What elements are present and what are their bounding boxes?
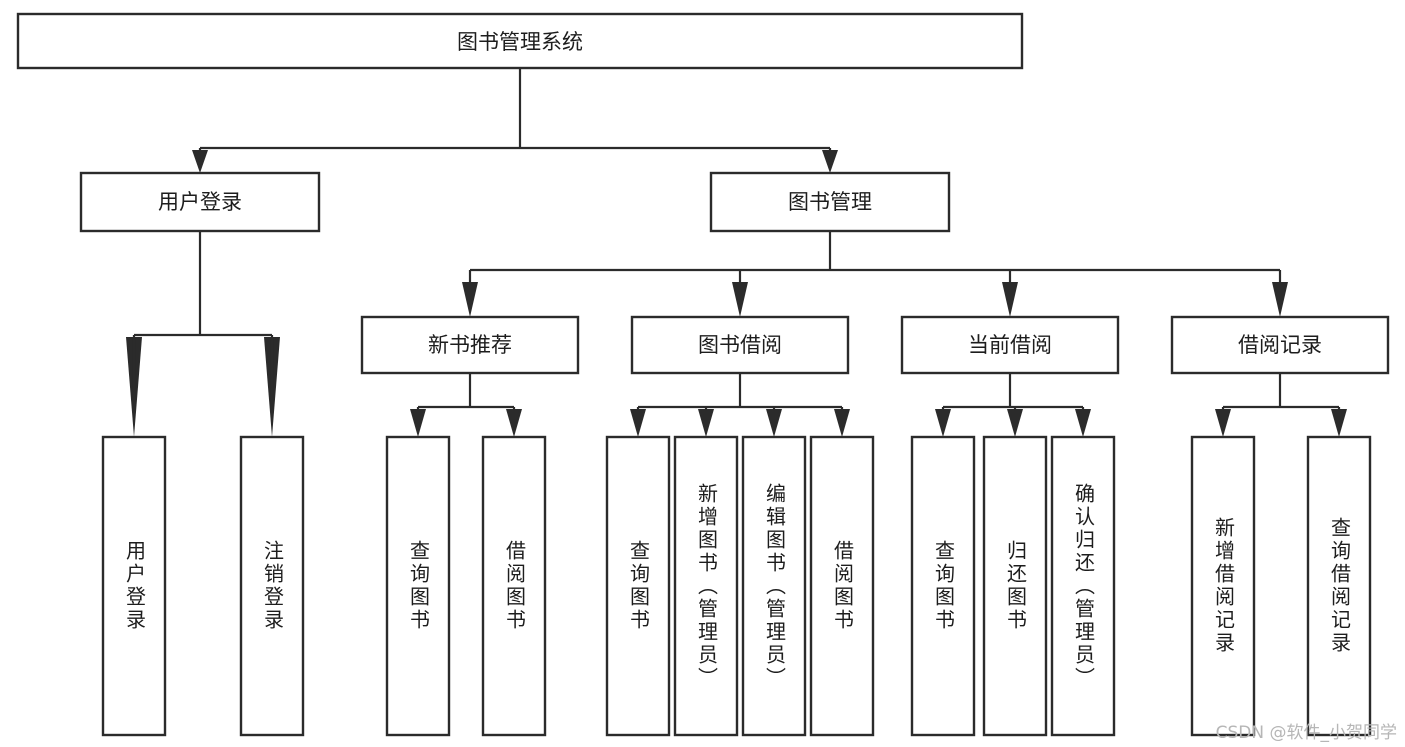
node-borrow-record[interactable]: 借阅记录 xyxy=(1170,315,1390,375)
node-borrow-record-box[interactable] xyxy=(1170,315,1390,375)
node-leaf-box-borrow-book-2[interactable] xyxy=(809,435,875,737)
arrow-head-to-userlogin xyxy=(192,150,208,173)
arrow-head-record-leaf1 xyxy=(1215,409,1231,437)
node-leaf-box-query-book-2[interactable] xyxy=(605,435,671,737)
node-user-login[interactable]: 用户登录 xyxy=(79,171,321,233)
node-root-label: 图书管理系统 xyxy=(457,30,583,54)
node-layer: 图书管理系统 用户登录 图书管理 新书推荐 图书借阅 当前 xyxy=(16,12,1390,737)
arrow-head-borrow-leaf2 xyxy=(698,409,714,437)
arrow-head-to-borrow xyxy=(732,282,748,317)
node-root[interactable]: 图书管理系统 xyxy=(16,12,1024,70)
arrow-head-current-leaf3 xyxy=(1075,409,1091,437)
arrow-head-newbook-leaf1 xyxy=(410,409,426,437)
node-leaf-box-logout[interactable] xyxy=(239,435,305,737)
arrow-head-borrow-leaf3 xyxy=(766,409,782,437)
node-leaf-box-confirm-return[interactable] xyxy=(1050,435,1116,737)
node-book-management-label: 图书管理 xyxy=(788,190,872,214)
node-new-book-recommend-label: 新书推荐 xyxy=(428,333,512,357)
node-leaf-box-query-book-1[interactable] xyxy=(385,435,451,737)
node-new-book-recommend-box[interactable] xyxy=(360,315,580,375)
node-leaf-box-query-book-3[interactable] xyxy=(910,435,976,737)
node-leaf-box-return-book[interactable] xyxy=(982,435,1048,737)
node-book-borrow[interactable]: 图书借阅 xyxy=(630,315,850,375)
node-book-management[interactable]: 图书管理 xyxy=(709,171,951,233)
node-book-borrow-box[interactable] xyxy=(630,315,850,375)
arrow-head-newbook-leaf2 xyxy=(506,409,522,437)
connector-layer xyxy=(126,68,1347,437)
arrow-head-borrow-leaf1 xyxy=(630,409,646,437)
watermark-text: CSDN @软件_小贺同学 xyxy=(1215,723,1397,743)
node-leaf-box-user-login[interactable] xyxy=(101,435,167,737)
node-user-login-box[interactable] xyxy=(79,171,321,233)
node-book-borrow-label: 图书借阅 xyxy=(698,333,782,357)
arrow-head-current-leaf1 xyxy=(935,409,951,437)
node-current-borrow-label: 当前借阅 xyxy=(968,333,1052,357)
arrow-head-to-record xyxy=(1272,282,1288,317)
arrow-head-to-newbook xyxy=(462,282,478,317)
node-leaf-box-edit-book[interactable] xyxy=(741,435,807,737)
node-current-borrow-box[interactable] xyxy=(900,315,1120,375)
arrow-head-to-current xyxy=(1002,282,1018,317)
node-leaf-box-add-record[interactable] xyxy=(1190,435,1256,737)
node-current-borrow[interactable]: 当前借阅 xyxy=(900,315,1120,375)
node-leaf-box-query-record[interactable] xyxy=(1306,435,1372,737)
node-book-management-box[interactable] xyxy=(709,171,951,233)
node-leaf-box-add-book[interactable] xyxy=(673,435,739,737)
arrow-head-record-leaf2 xyxy=(1331,409,1347,437)
node-new-book-recommend[interactable]: 新书推荐 xyxy=(360,315,580,375)
node-borrow-record-label: 借阅记录 xyxy=(1238,333,1322,357)
node-root-box[interactable] xyxy=(16,12,1024,70)
arrow-head-to-bookmgmt xyxy=(822,150,838,173)
node-leaf-box-borrow-book-1[interactable] xyxy=(481,435,547,737)
arrow-head-current-leaf2 xyxy=(1007,409,1023,437)
node-user-login-label: 用户登录 xyxy=(158,190,242,214)
arrow-head-borrow-leaf4 xyxy=(834,409,850,437)
